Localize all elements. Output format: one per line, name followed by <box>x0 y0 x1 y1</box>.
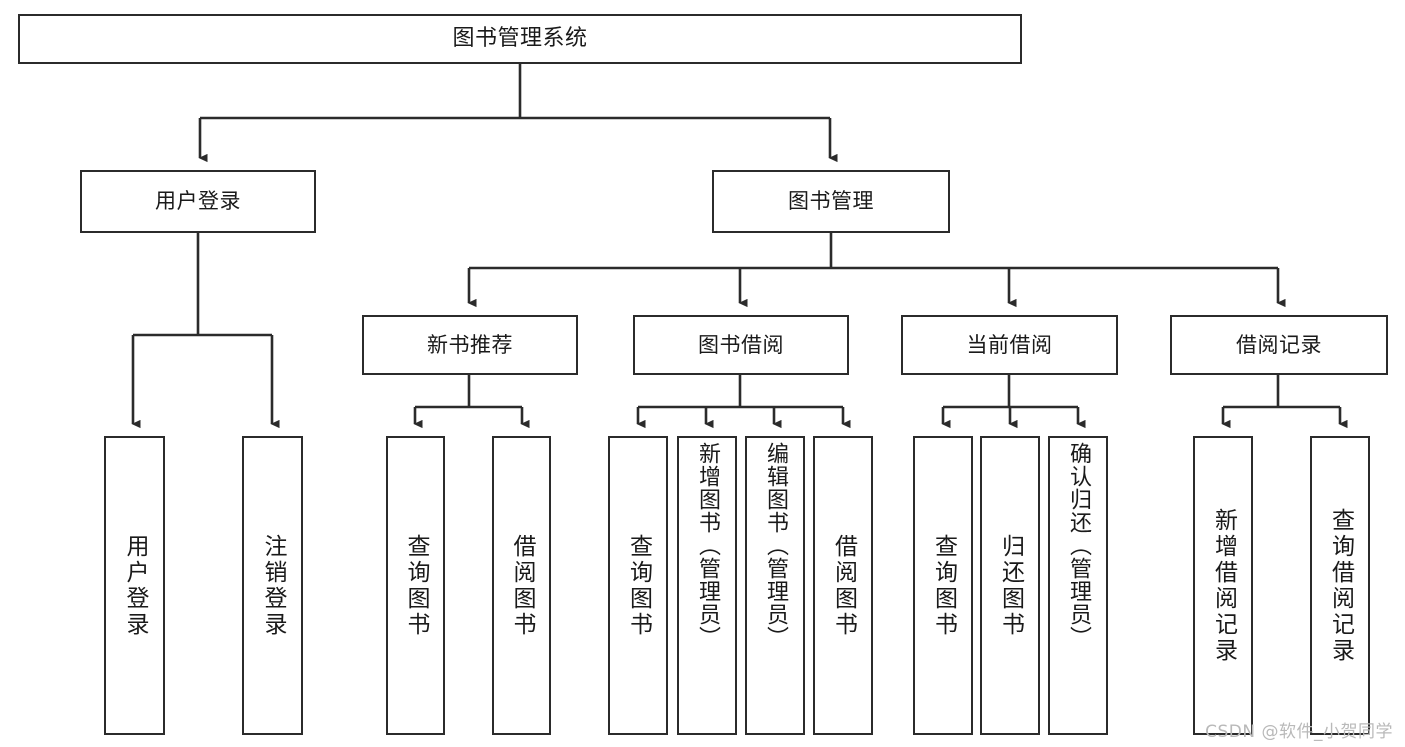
leaf-confirm-return-label: 确认归还（管理员） <box>1066 442 1091 649</box>
node-book-manage[interactable]: 图书管理 <box>712 170 950 233</box>
leaf-add-book-label: 新增图书（管理员） <box>695 442 720 649</box>
leaf-edit-book-label: 编辑图书（管理员） <box>763 442 788 649</box>
leaf-query-borrow-record[interactable]: 查询借阅记录 <box>1310 436 1370 735</box>
node-root-label: 图书管理系统 <box>452 26 588 52</box>
node-user-login-label: 用户登录 <box>155 189 241 214</box>
node-current-borrow-label: 当前借阅 <box>966 332 1053 357</box>
node-borrow-record[interactable]: 借阅记录 <box>1170 315 1388 375</box>
node-book-borrow[interactable]: 图书借阅 <box>633 315 849 375</box>
node-root[interactable]: 图书管理系统 <box>18 14 1022 64</box>
leaf-edit-book[interactable]: 编辑图书（管理员） <box>745 436 805 735</box>
leaf-query-book-recommend-label: 查询图书 <box>403 533 429 638</box>
node-book-manage-label: 图书管理 <box>788 189 874 214</box>
leaf-logout[interactable]: 注销登录 <box>242 436 303 735</box>
node-user-login[interactable]: 用户登录 <box>80 170 316 233</box>
leaf-borrow-book-borrow[interactable]: 借阅图书 <box>813 436 873 735</box>
leaf-add-borrow-record-label: 新增借阅记录 <box>1210 507 1237 664</box>
leaf-add-book[interactable]: 新增图书（管理员） <box>677 436 737 735</box>
leaf-borrow-book-recommend-label: 借阅图书 <box>509 533 535 638</box>
leaf-query-book-current-label: 查询图书 <box>930 533 957 638</box>
leaf-confirm-return[interactable]: 确认归还（管理员） <box>1048 436 1108 735</box>
node-book-borrow-label: 图书借阅 <box>698 332 784 357</box>
leaf-add-borrow-record[interactable]: 新增借阅记录 <box>1193 436 1253 735</box>
leaf-borrow-book-recommend[interactable]: 借阅图书 <box>492 436 551 735</box>
leaf-query-book-current[interactable]: 查询图书 <box>913 436 973 735</box>
leaf-return-book-label: 归还图书 <box>997 533 1024 638</box>
node-new-book-recommend[interactable]: 新书推荐 <box>362 315 578 375</box>
node-current-borrow[interactable]: 当前借阅 <box>901 315 1118 375</box>
leaf-user-login-label: 用户登录 <box>122 533 148 638</box>
leaf-query-book-borrow-label: 查询图书 <box>625 533 652 638</box>
leaf-query-book-borrow[interactable]: 查询图书 <box>608 436 668 735</box>
node-new-book-recommend-label: 新书推荐 <box>427 332 513 357</box>
watermark: CSDN @软件_小贺同学 <box>1205 722 1393 742</box>
leaf-return-book[interactable]: 归还图书 <box>980 436 1040 735</box>
leaf-borrow-book-borrow-label: 借阅图书 <box>830 533 857 638</box>
leaf-query-book-recommend[interactable]: 查询图书 <box>386 436 445 735</box>
leaf-logout-label: 注销登录 <box>260 533 286 638</box>
node-borrow-record-label: 借阅记录 <box>1236 332 1322 357</box>
leaf-user-login[interactable]: 用户登录 <box>104 436 165 735</box>
leaf-query-borrow-record-label: 查询借阅记录 <box>1327 507 1354 664</box>
